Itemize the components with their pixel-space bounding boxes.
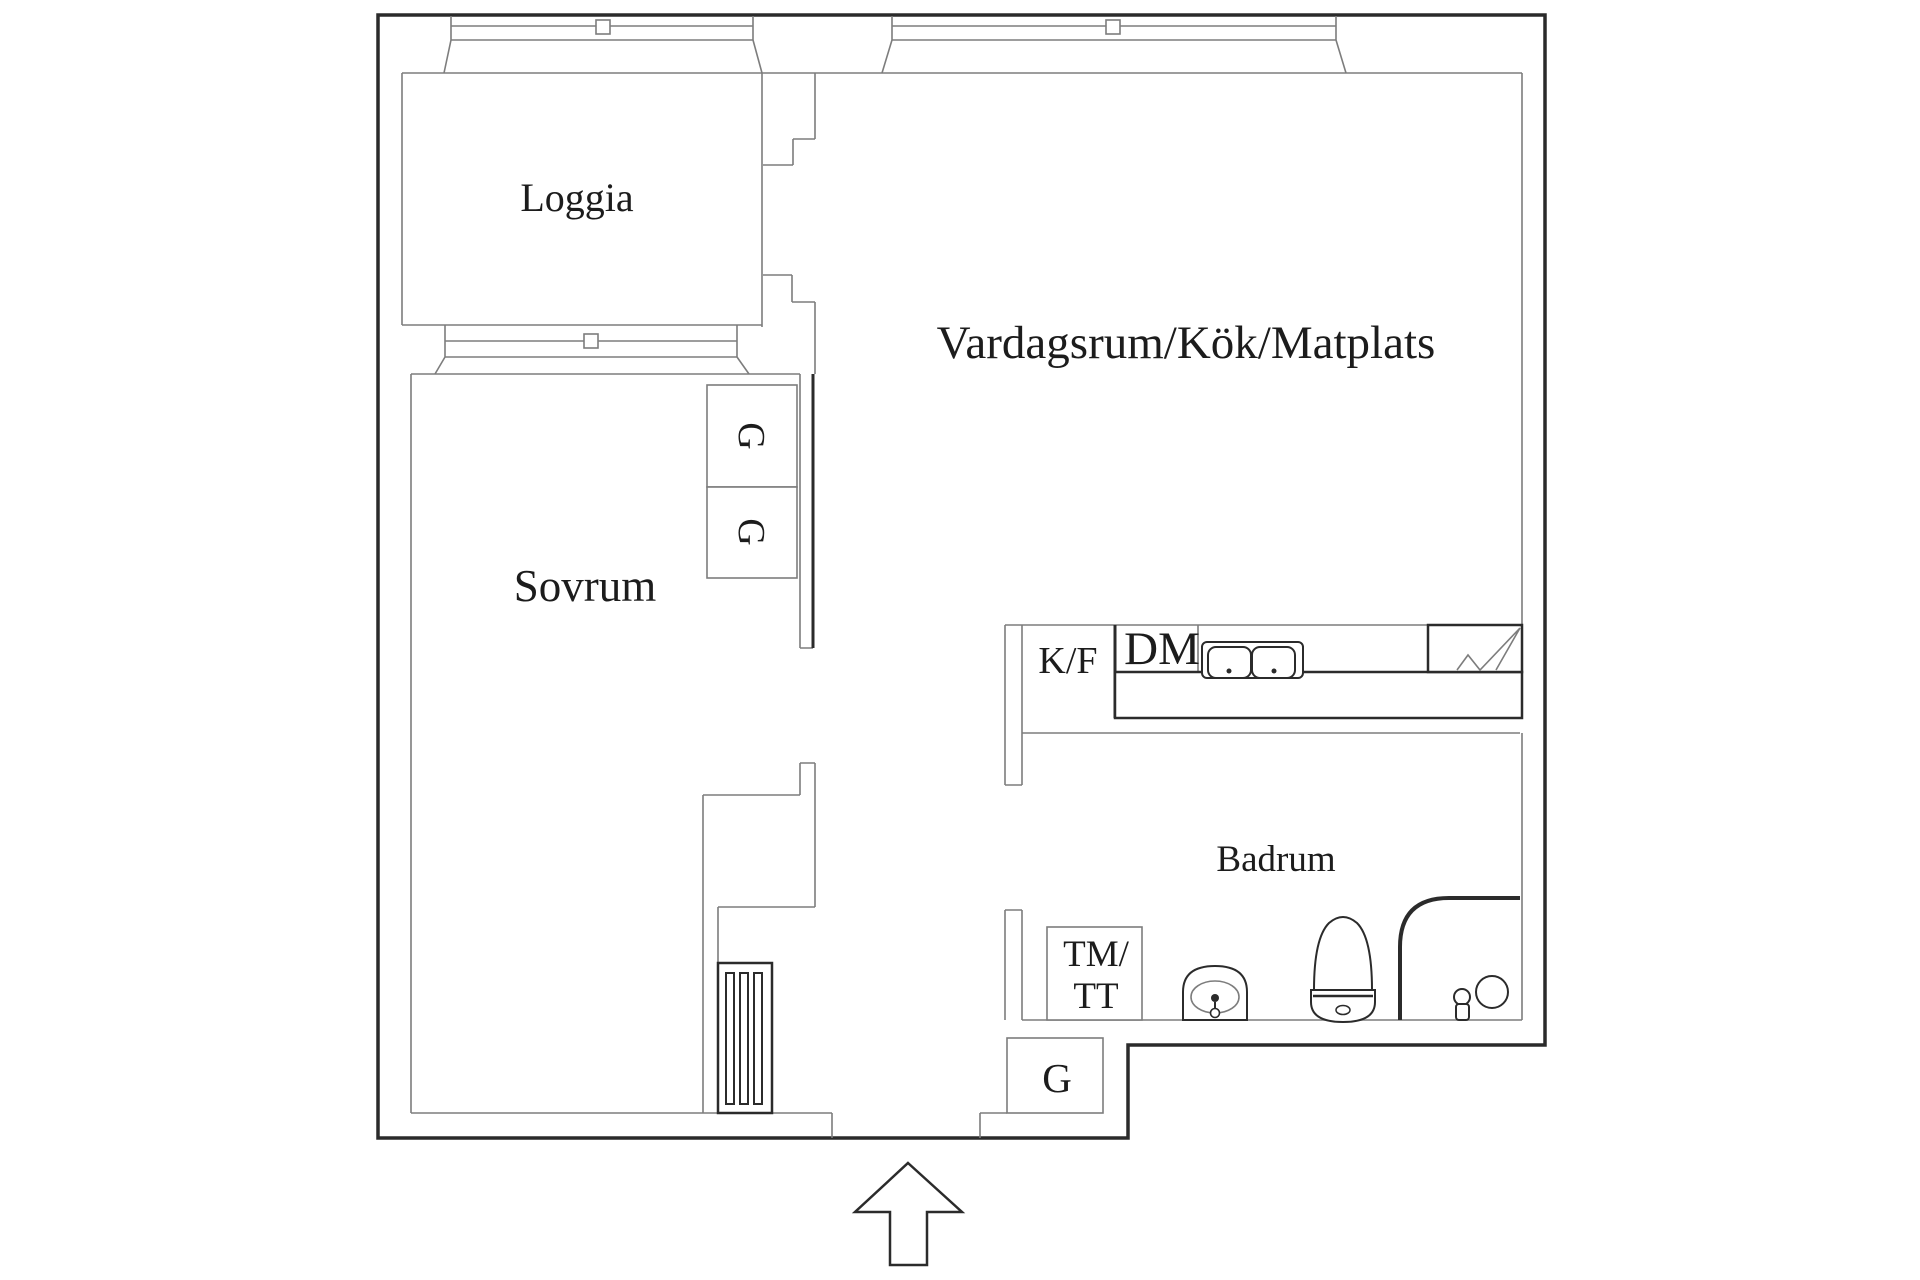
room-label-bedroom: Sovrum [514, 561, 657, 611]
bathroom-sink-icon [1182, 964, 1248, 1021]
bathroom-door-wall [1004, 909, 1023, 1020]
loggia-outline [401, 73, 763, 327]
hall-wardrobe: G [1006, 1037, 1104, 1114]
window-post-icon [1105, 19, 1121, 35]
shower-icon [1398, 896, 1520, 1021]
wardrobe-label: G [1042, 1055, 1072, 1101]
entrance-opening [831, 1112, 1007, 1138]
washer-dryer-box [1046, 926, 1143, 1021]
room-label-loggia: Loggia [520, 175, 634, 220]
window-post-icon [583, 333, 599, 349]
bathroom-area: TM/ TT [1046, 896, 1520, 1024]
outer-wall [376, 13, 1547, 1140]
window-bedroom [434, 325, 750, 375]
room-label-living-kitchen-dining: Vardagsrum/Kök/Matplats [937, 317, 1436, 369]
washer-label-line1: TM/ [1063, 934, 1130, 975]
kitchen-sink-icon [1201, 641, 1304, 679]
entrance-arrow-icon [851, 1161, 966, 1267]
wardrobe-box-icon [1006, 1037, 1104, 1114]
fridge-freezer-label: K/F [1038, 640, 1097, 682]
window-post-icon [595, 19, 611, 35]
wardrobe-label: G [730, 422, 772, 449]
radiator-icon [716, 961, 774, 1115]
room-label-bathroom: Badrum [1216, 839, 1335, 880]
counter-band [1113, 670, 1524, 720]
wardrobe-box-icon [706, 486, 798, 579]
stove-icon [1426, 623, 1524, 674]
toilet-icon [1310, 916, 1376, 1024]
washer-label-line2: TT [1073, 976, 1118, 1017]
window-loggia [443, 16, 763, 74]
window-livingroom [881, 16, 1347, 74]
kitchen-area: K/F DM [1038, 623, 1524, 720]
wardrobe-label: G [730, 518, 772, 545]
dishwasher-label: DM [1124, 623, 1200, 675]
wardrobe-box-icon [706, 384, 798, 488]
bedroom-wardrobes: G G [706, 384, 798, 579]
